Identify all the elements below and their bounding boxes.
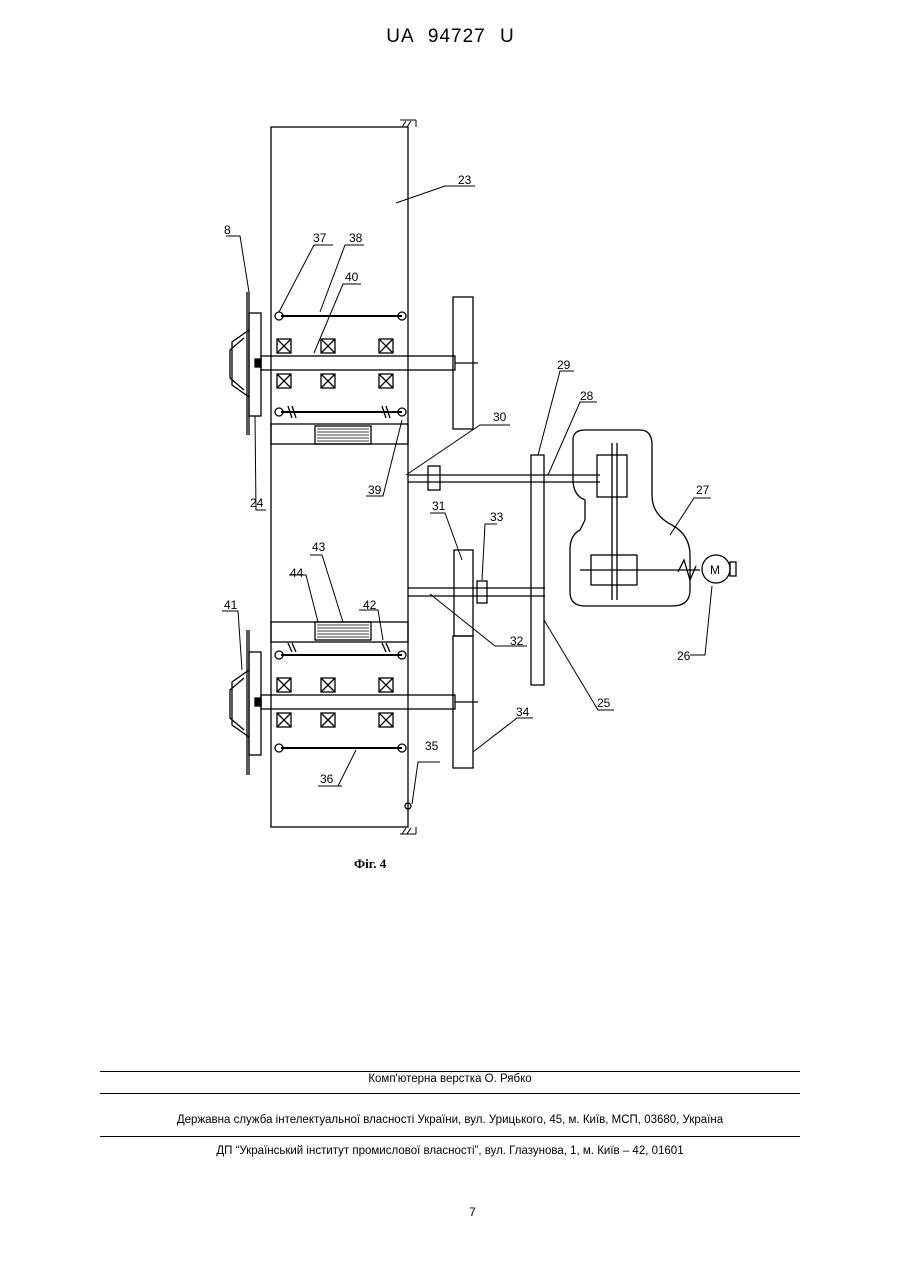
footer-rule-3 — [100, 1136, 800, 1137]
upper-assembly — [230, 292, 478, 444]
shaft-lower — [261, 695, 455, 709]
label-44: 44 — [290, 566, 304, 580]
figure-caption: Фіг. 4 — [354, 856, 386, 872]
label-42: 42 — [363, 598, 377, 612]
label-40: 40 — [345, 270, 359, 284]
label-39: 39 — [368, 483, 382, 497]
footer-rule-1 — [100, 1071, 800, 1072]
label-38: 38 — [349, 231, 363, 245]
page-number: 7 — [0, 1205, 901, 1219]
label-34: 34 — [516, 705, 530, 719]
label-23: 23 — [458, 173, 472, 187]
pulley-29 — [531, 455, 544, 685]
wheel-41 — [230, 630, 249, 775]
footer-typesetting: Комп'ютерна верстка О. Рябко — [100, 1073, 800, 1085]
label-37: 37 — [313, 231, 327, 245]
label-43: 43 — [312, 540, 326, 554]
footer-rule-2 — [100, 1093, 800, 1094]
label-26: 26 — [677, 649, 691, 663]
technical-drawing-fig4: 8 23 37 38 40 24 39 30 29 28 27 26 31 33… — [0, 0, 901, 900]
label-24: 24 — [250, 496, 264, 510]
label-27: 27 — [696, 483, 710, 497]
bearings-upper — [277, 339, 393, 388]
shaft-40 — [261, 356, 455, 370]
gearbox-27 — [570, 430, 690, 606]
label-25: 25 — [597, 696, 611, 710]
transmission — [408, 430, 736, 685]
footer-institute: ДП “Український інститут промислової вла… — [100, 1145, 800, 1157]
label-36: 36 — [320, 772, 334, 786]
bearings-lower — [277, 678, 393, 727]
footer-agency: Державна служба інтелектуальної власност… — [100, 1114, 800, 1126]
wheel-8 — [230, 292, 249, 435]
label-41: 41 — [224, 598, 238, 612]
label-8: 8 — [224, 223, 231, 237]
label-28: 28 — [580, 389, 594, 403]
lower-assembly — [230, 622, 478, 809]
label-29: 29 — [557, 358, 571, 372]
label-35: 35 — [425, 739, 439, 753]
sprocket-30 — [428, 466, 440, 490]
motor-letter: M — [710, 563, 720, 577]
label-30: 30 — [493, 410, 507, 424]
label-33: 33 — [490, 510, 504, 524]
label-32: 32 — [510, 634, 524, 648]
sprocket-33 — [477, 581, 487, 603]
label-31: 31 — [432, 499, 446, 513]
leader-lines — [222, 186, 712, 804]
part-labels: 8 23 37 38 40 24 39 30 29 28 27 26 31 33… — [224, 173, 720, 786]
pulley-31 — [454, 550, 473, 636]
